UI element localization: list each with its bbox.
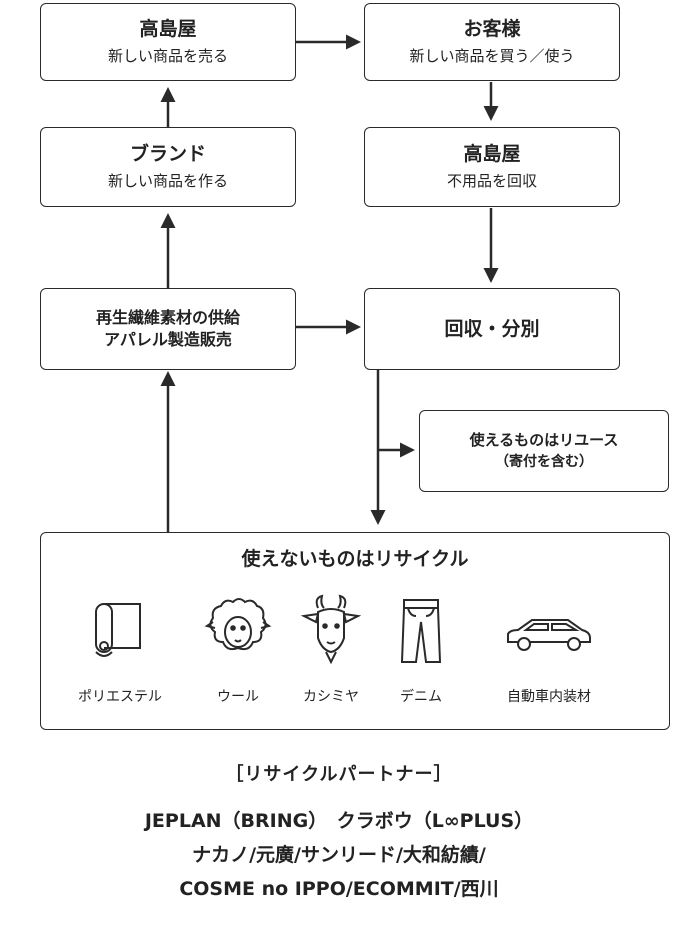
partners-line-1: JEPLAN（BRING） クラボウ（L∞PLUS）: [144, 810, 534, 832]
box-title: ブランド: [129, 143, 206, 165]
recycle-item-denim: デニム: [400, 689, 442, 705]
recycle-item-car-interior: 自動車内装材: [507, 689, 591, 705]
box-line2: アパレル製造販売: [104, 330, 232, 349]
recycle-item-polyester: ポリエステル: [78, 689, 162, 705]
box-title: 高島屋: [463, 143, 521, 165]
box-brand: ブランド 新しい商品を作る: [40, 127, 296, 207]
car-icon: [507, 619, 591, 651]
partners-heading: ［リサイクルパートナー］: [225, 764, 453, 785]
box-takashimaya-collect: 高島屋 不用品を回収: [364, 127, 620, 207]
box-reuse: 使えるものはリユース （寄付を含む）: [419, 410, 669, 492]
recycle-item-wool: ウール: [217, 689, 259, 705]
box-title: 高島屋: [139, 18, 197, 40]
recycle-title: 使えないものはリサイクル: [241, 548, 469, 570]
box-line1: 使えるものはリユース: [469, 431, 619, 449]
box-sub: 新しい商品を作る: [107, 172, 228, 190]
box-sub: 新しい商品を売る: [107, 47, 228, 65]
box-takashimaya-sell: 高島屋 新しい商品を売る: [40, 3, 296, 81]
box-title: 回収・分別: [444, 318, 540, 340]
partners-line-2: ナカノ/元廣/サンリード/大和紡績/: [192, 844, 486, 866]
box-sub: 不用品を回収: [446, 172, 537, 190]
partners-line-3: COSME no IPPO/ECOMMIT/西川: [179, 878, 499, 900]
box-supply: 再生繊維素材の供給 アパレル製造販売: [40, 288, 296, 370]
jeans-icon: [400, 599, 442, 663]
box-line2: （寄付を含む）: [495, 454, 593, 470]
sheep-icon: [204, 598, 272, 651]
box-sort: 回収・分別: [364, 288, 620, 370]
box-sub: 新しい商品を買う／使う: [409, 47, 575, 65]
box-line1: 再生繊維素材の供給: [95, 308, 240, 327]
recycle-item-cashmere: カシミヤ: [303, 689, 359, 705]
box-customer: お客様 新しい商品を買う／使う: [364, 3, 620, 81]
box-title: お客様: [463, 18, 521, 40]
fabric-roll-icon: [95, 603, 141, 657]
goat-icon: [300, 594, 362, 665]
